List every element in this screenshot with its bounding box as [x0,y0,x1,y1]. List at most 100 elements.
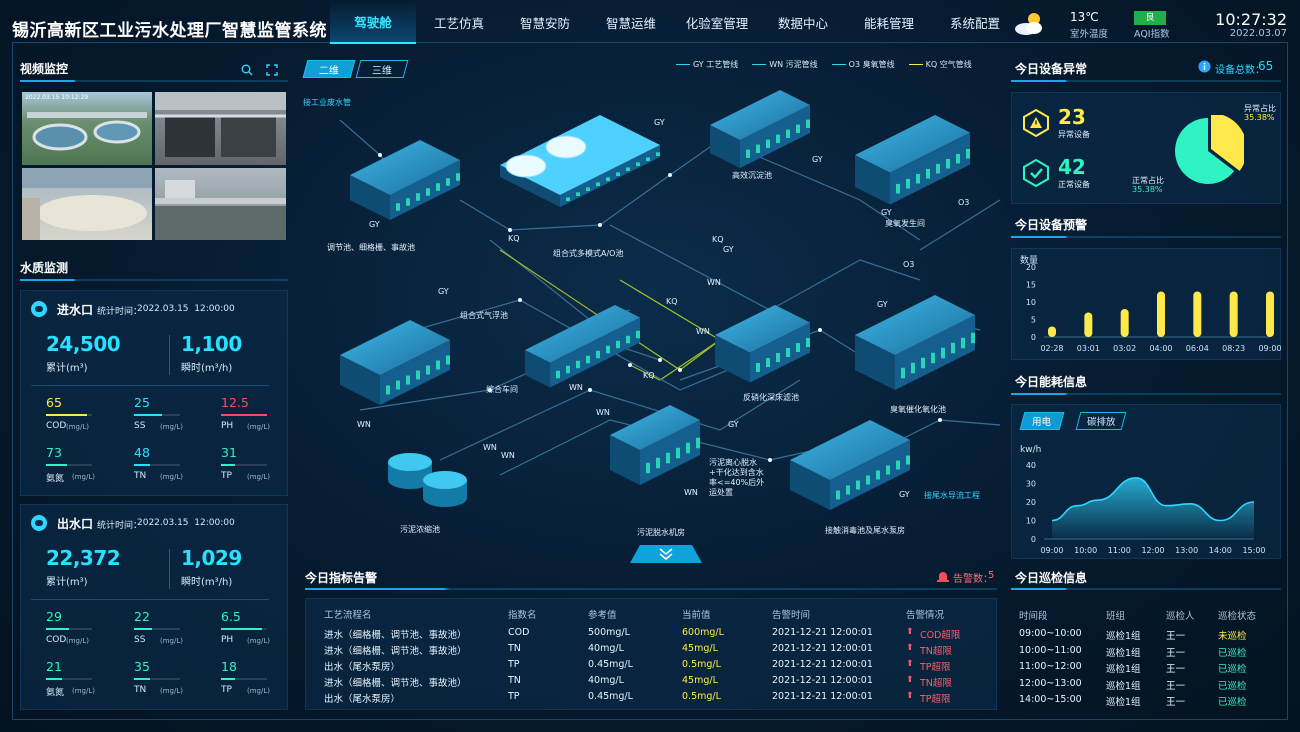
divider [1011,236,1281,238]
thickener-tank-top-0[interactable] [388,453,432,471]
label-sludge-dewater: 污泥脱水机房 [637,528,685,537]
window [416,370,420,380]
nav-item-7[interactable]: 系统配置 [949,15,1000,31]
window [656,152,660,156]
building-flotation-left [340,355,380,405]
pipe-tag: KQ [508,234,520,243]
outlet-time-label: 统计时间： [97,521,143,531]
table-cell: 巡检1组 [1106,680,1141,692]
table-cell: 40mg/L [588,675,624,686]
window [656,457,660,469]
pipe-tag: GY [723,245,734,254]
window [606,345,610,354]
metric-unit: (mg/L) [66,637,89,645]
search-icon[interactable] [241,64,253,76]
metric-value: 65 [46,395,62,410]
metric-bar-fill [221,464,235,466]
chart-ylabel: kw/h [1020,445,1041,455]
building-sedimentation[interactable] [710,90,810,168]
table-cell: 出水（尾水泵房） [324,694,401,705]
alarm-count: 5 [988,570,995,581]
video-feed-3[interactable] [22,168,152,240]
label-ozone-cat: 臭氧催化氧化池 [890,405,946,414]
window [566,197,570,201]
view-3d-button[interactable]: 三维 [355,60,409,78]
video-feed-2[interactable] [155,92,286,165]
window [896,183,900,194]
tab-power[interactable]: 用电 [1019,412,1065,430]
inlet-instant: 1,100 [181,332,242,356]
window [576,360,580,369]
label-disinfect: 接触消毒池及尾水泵房 [825,526,905,535]
abnormal-ratio: 35.38% [1244,113,1275,122]
divider [20,279,288,281]
metric-bar [134,464,180,466]
alarm-count-label: 告警数： [953,574,993,585]
window [596,350,600,359]
nav-item-4[interactable]: 化验室管理 [685,15,749,31]
divider [169,335,170,375]
metric-value: 21 [46,659,62,674]
inspection-col-2: 巡检人 [1166,611,1195,622]
metric-name: PH [221,421,234,431]
table-cell: TP超限 [920,662,951,673]
metric-bar-fill [134,678,151,680]
table-cell: TN超限 [920,646,952,657]
fullscreen-icon[interactable] [266,64,278,76]
building-regulating-pool[interactable] [350,140,460,220]
alarm-col-3: 当前值 [682,610,711,621]
metric-bar-fill [46,414,88,416]
building-ozone-generator[interactable] [855,115,970,205]
pie-slice-normal [1175,118,1235,184]
thickener-tank-top-1[interactable] [423,471,467,489]
expand-panel-tab[interactable] [630,543,702,563]
view-2d-button[interactable]: 二维 [302,60,356,78]
building-ozone-catalysis[interactable] [855,295,975,390]
legend-swatch [752,64,767,65]
metric-unit: (mg/L) [160,687,183,695]
nav-item-6[interactable]: 能耗管理 [863,15,914,31]
main-nav: 驾驶舱 工艺仿真 智慧安防 智慧运维 化验室管理 数据中心 能耗管理 系统配置 [330,0,1018,44]
building-sludge-dewatering[interactable] [610,405,700,485]
building-disinfection[interactable] [790,420,910,510]
building-sludge-dewatering-left [610,435,640,485]
bar-0 [1048,326,1056,337]
table-cell: 已巡检 [1218,664,1247,675]
chart-ylabel: 数量 [1020,254,1038,266]
table-cell: 500mg/L [588,627,630,638]
tab-carbon[interactable]: 碳排放 [1075,412,1127,430]
metric-value: 73 [46,445,62,460]
table-cell: 进水（细格栅、调节池、事故池） [324,678,467,689]
window [796,124,800,133]
table-cell: 已巡检 [1218,697,1247,708]
nav-item-2[interactable]: 智慧安防 [519,15,570,31]
clock-time: 10:27:32 [1215,10,1287,29]
legend-item-0: GY 工艺管线 [676,59,738,70]
pipe-node [628,363,632,367]
legend-label: KQ 空气管线 [925,60,972,69]
building-workshop[interactable] [525,305,640,388]
pipe-tag: WN [707,278,721,287]
nav-item-1[interactable]: 工艺仿真 [433,15,484,31]
building-denitrification-filter[interactable] [715,305,810,383]
nav-item-0[interactable]: 驾驶舱 [330,0,416,44]
alarm-col-4: 告警时间 [772,610,811,621]
legend-swatch [831,64,846,65]
nav-item-3[interactable]: 智慧运维 [605,15,656,31]
bar-1 [1084,312,1093,337]
building-flotation[interactable] [340,320,450,405]
nav-item-5[interactable]: 数据中心 [777,15,828,31]
video-feed-4[interactable] [155,168,286,240]
view-3d-label: 三维 [372,65,392,77]
video-feed-1[interactable]: 2022.03.15 10:12:29 [22,92,152,165]
